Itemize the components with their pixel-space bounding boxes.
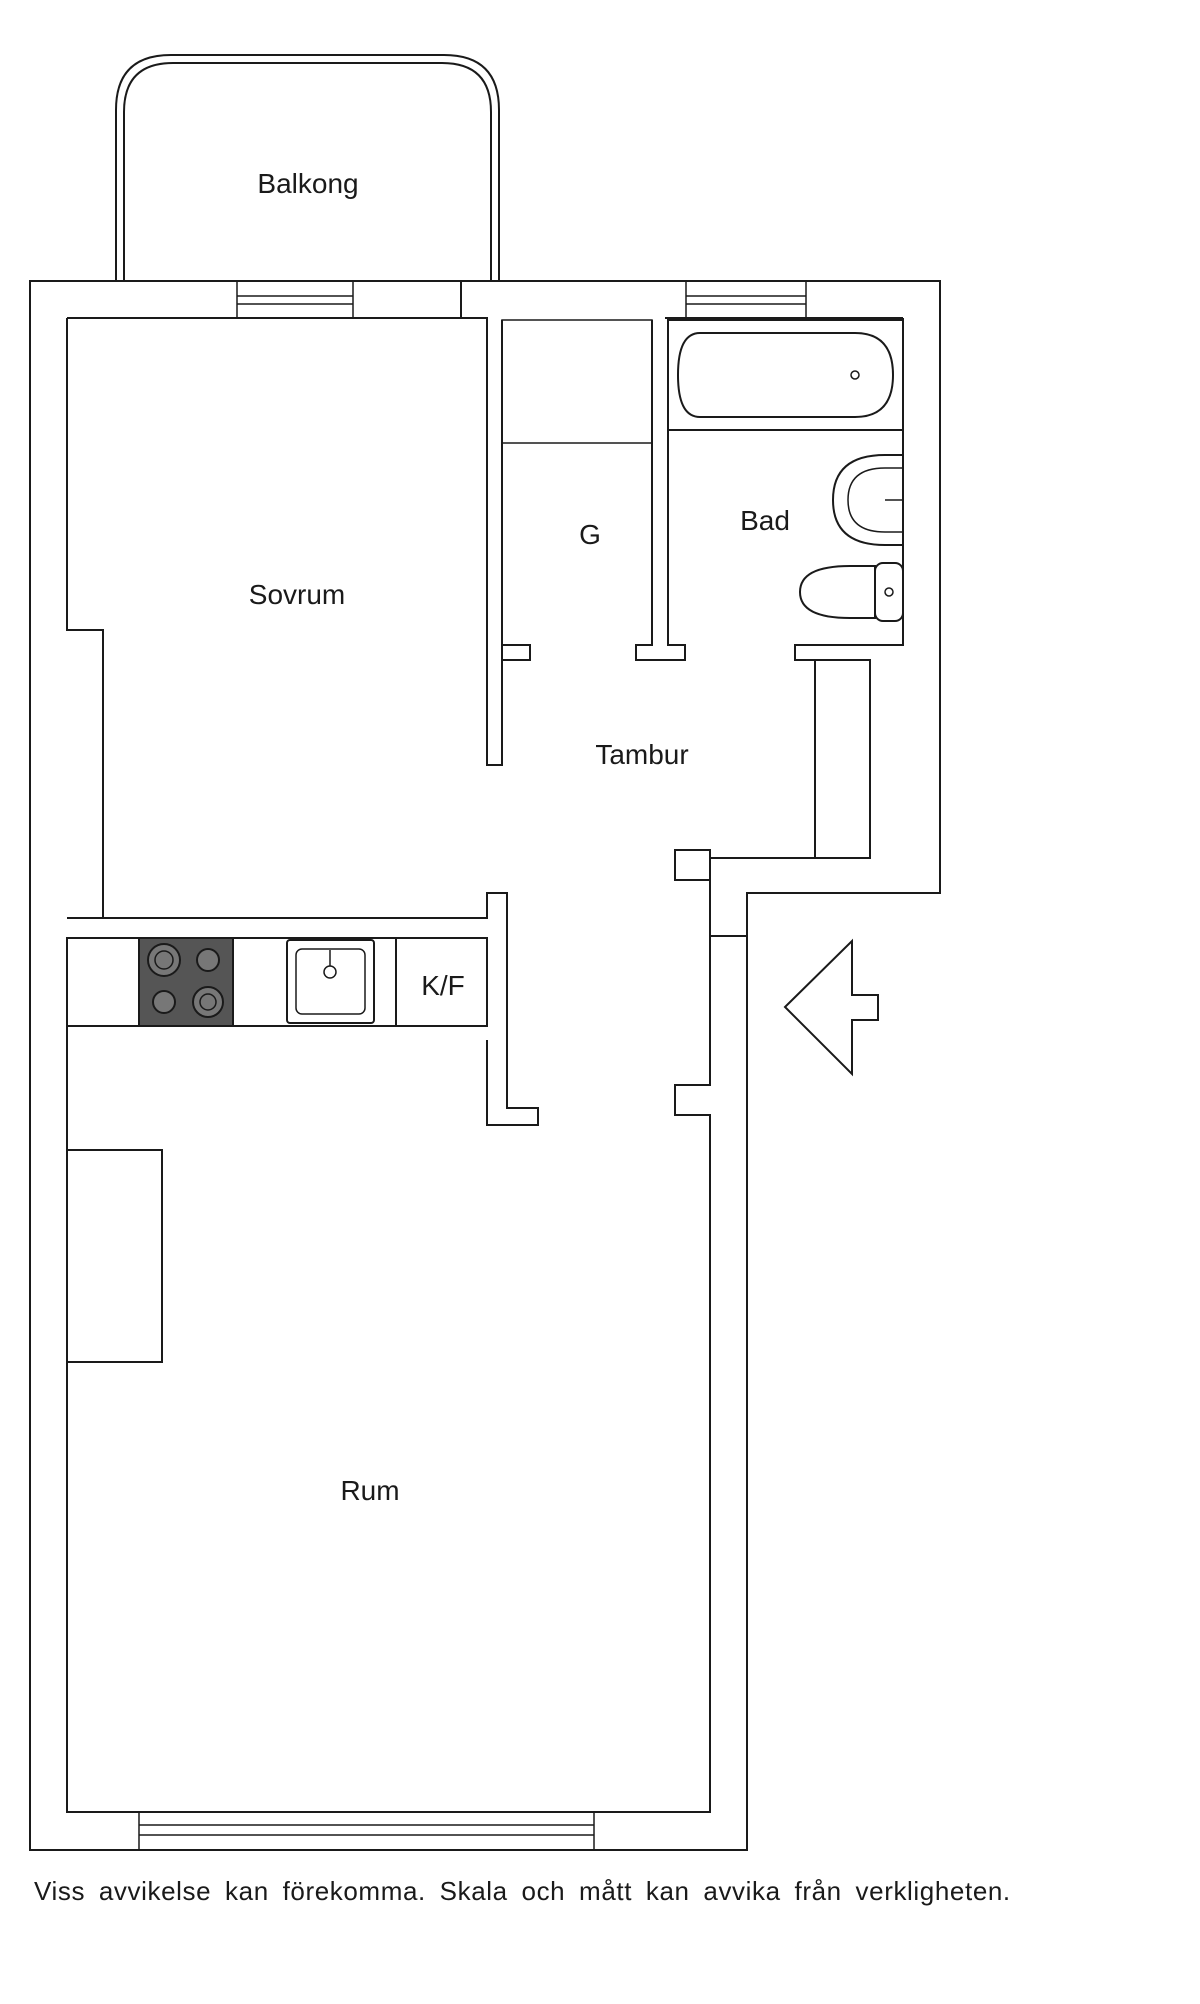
toilet-icon [798, 562, 904, 622]
room-label-sovrum: Sovrum [249, 579, 345, 610]
entrance-arrow-icon [783, 938, 879, 1077]
interior-walls [66, 317, 904, 1363]
room-label-balkong: Balkong [257, 168, 358, 199]
room-label-g: G [579, 519, 601, 550]
room-label-tambur: Tambur [595, 739, 688, 770]
room-label-rum: Rum [340, 1475, 399, 1506]
window-bedroom [236, 280, 354, 319]
balcony [115, 54, 500, 281]
room-label-bad: Bad [740, 505, 790, 536]
washbasin-icon [831, 454, 903, 546]
bathtub-icon [667, 319, 904, 431]
stove-icon [138, 937, 234, 1027]
disclaimer-text: Viss avvikelse kan förekomma. Skala och … [34, 1876, 1011, 1906]
exterior-walls [29, 280, 941, 1851]
room-label-kf: K/F [421, 970, 465, 1001]
window-bathroom [685, 280, 807, 319]
sink-icon [286, 939, 375, 1024]
window-living-room [138, 1811, 595, 1851]
